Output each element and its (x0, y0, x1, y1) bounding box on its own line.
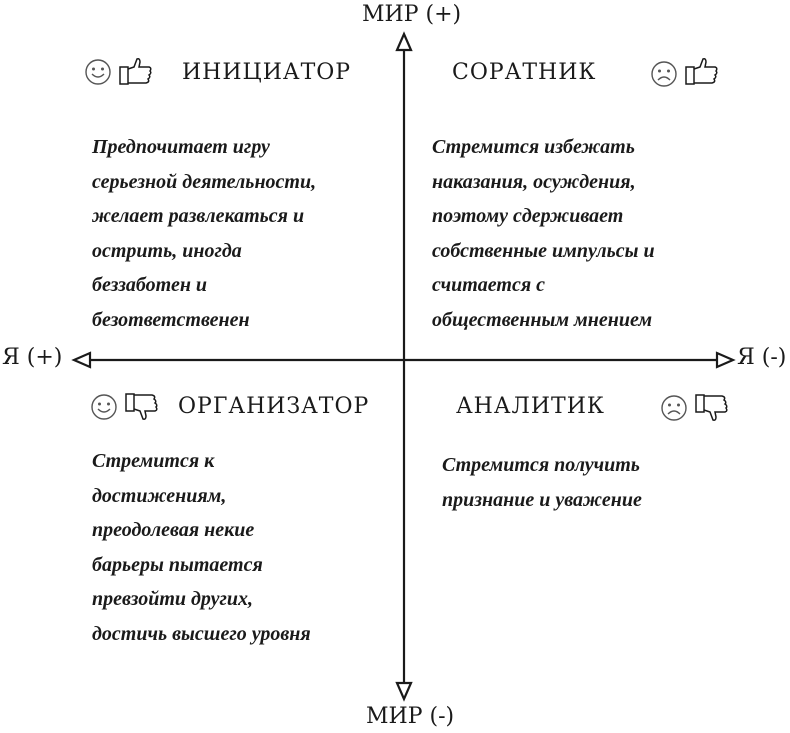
text-line: Предпочитает игру (92, 136, 270, 158)
quadrant-text-organizer: Стремится к достижениям, преодолевая нек… (92, 444, 311, 651)
top-arrow-head (395, 31, 413, 52)
axis-label-top: МИР (+) (362, 2, 462, 27)
quadrant-text-associate: Стремится избежать наказания, осуждения,… (432, 130, 655, 337)
text-line: достичь высшего уровня (92, 622, 311, 645)
text-line: поэтому сдерживает (432, 205, 624, 227)
text-line: наказания, осуждения, (432, 170, 636, 193)
text-line: серьезной деятельности, (92, 170, 317, 193)
smile-face-icon (91, 394, 117, 420)
text-line: превзойти других, (92, 588, 254, 610)
quadrant-text-initiator: Предпочитает игру серьезной деятельности… (92, 130, 316, 337)
text-line: признание и уважение (442, 488, 642, 511)
quadrant-text-analyst: Стремится получить признание и уважение (442, 448, 642, 517)
text-line: преодолевая некие (92, 519, 255, 541)
bottom-arrow-head (395, 681, 413, 702)
quadrant-title-associate: СОРАТНИК (452, 60, 597, 85)
thumbs-up-icon (119, 58, 152, 85)
text-line: Стремится к (92, 450, 215, 472)
quadrant-title-analyst: АНАЛИТИК (456, 394, 605, 419)
axis-label-bottom: МИР (-) (366, 704, 455, 729)
sad-face-icon (651, 61, 677, 87)
right-arrow-head (715, 351, 736, 369)
text-line: общественным мнением (432, 308, 653, 331)
left-arrow-head (71, 351, 92, 369)
thumbs-down-icon (125, 393, 158, 420)
smile-face-icon (85, 59, 111, 85)
text-line: Стремится получить (442, 454, 640, 476)
quadrant-title-initiator: ИНИЦИАТОР (182, 60, 352, 85)
axis-label-left: Я (+) (2, 345, 63, 370)
text-line: безответственен (92, 308, 250, 331)
thumbs-up-icon (685, 58, 718, 85)
sad-face-icon (661, 395, 687, 421)
text-line: острить, иногда (92, 239, 242, 262)
text-line: барьеры пытается (92, 553, 263, 576)
text-line: собственные импульсы и (432, 239, 655, 262)
text-line: Стремится избежать (432, 136, 635, 158)
text-line: беззаботен и (92, 274, 208, 296)
text-line: желает развлекаться и (92, 205, 305, 227)
text-line: считается с (432, 274, 546, 296)
quadrant-title-organizer: ОРГАНИЗАТОР (178, 394, 370, 419)
text-line: достижениям, (92, 484, 227, 507)
axis-label-right: Я (-) (737, 345, 787, 370)
thumbs-down-icon (695, 394, 728, 421)
